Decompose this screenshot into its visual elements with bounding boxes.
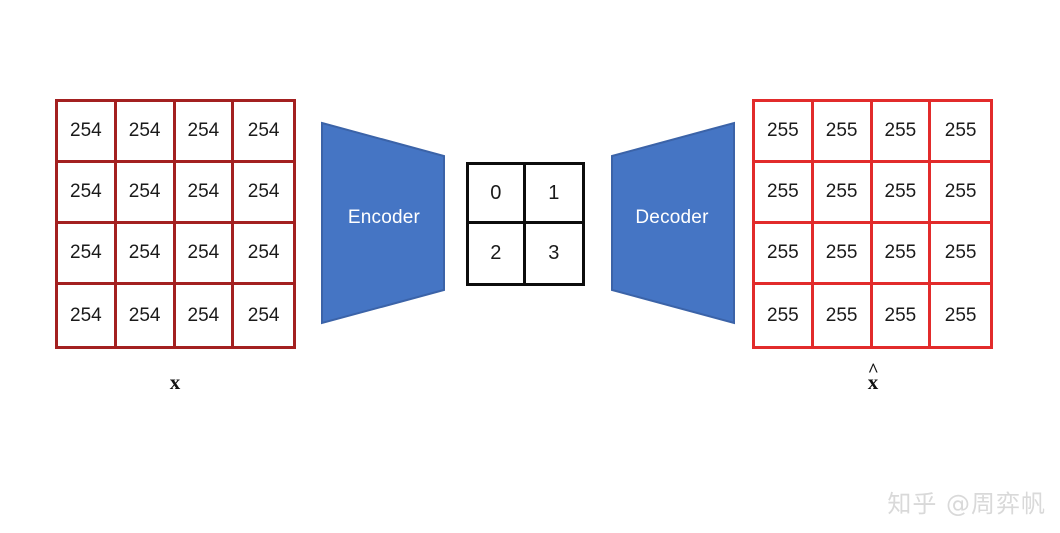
encoder-block: Encoder <box>318 118 450 328</box>
matrix-cell: 255 <box>872 285 932 346</box>
input-matrix: 254 254 254 254 254 254 254 254 254 254 … <box>55 99 296 349</box>
decoder-trapezoid-icon <box>611 121 735 325</box>
matrix-cell: 255 <box>813 102 873 163</box>
x-hat-glyph: ^ x <box>867 361 879 394</box>
matrix-cell: 255 <box>813 224 873 285</box>
matrix-cell: 255 <box>813 163 873 224</box>
matrix-cell: 255 <box>872 102 932 163</box>
matrix-cell: 2 <box>469 224 526 283</box>
matrix-cell: 254 <box>116 285 176 346</box>
latent-code-matrix: 0 1 2 3 <box>466 162 585 286</box>
matrix-cell: 254 <box>116 224 176 285</box>
matrix-cell: 255 <box>872 224 932 285</box>
matrix-cell: 254 <box>175 285 235 346</box>
matrix-cell: 254 <box>234 102 293 163</box>
matrix-cell: 254 <box>58 102 117 163</box>
matrix-cell: 255 <box>872 163 932 224</box>
matrix-cell: 254 <box>175 224 235 285</box>
matrix-cell: 254 <box>116 163 176 224</box>
encoder-trapezoid-icon <box>321 121 445 325</box>
matrix-cell: 255 <box>755 102 814 163</box>
matrix-cell: 255 <box>755 224 814 285</box>
output-caption-base: x <box>867 370 879 394</box>
matrix-cell: 3 <box>525 224 582 283</box>
matrix-cell: 254 <box>58 163 117 224</box>
watermark: 知乎 @周弈帆 <box>887 490 1046 518</box>
matrix-cell: 255 <box>931 224 990 285</box>
matrix-cell: 254 <box>234 163 293 224</box>
matrix-cell: 254 <box>58 224 117 285</box>
matrix-cell: 254 <box>175 163 235 224</box>
matrix-cell: 1 <box>525 165 582 224</box>
output-matrix: 255 255 255 255 255 255 255 255 255 255 … <box>752 99 993 349</box>
matrix-cell: 255 <box>813 285 873 346</box>
matrix-cell: 0 <box>469 165 526 224</box>
matrix-cell: 255 <box>931 163 990 224</box>
input-matrix-caption: x <box>169 370 181 394</box>
output-matrix-caption: ^ x <box>833 361 913 395</box>
matrix-cell: 254 <box>234 285 293 346</box>
hat-accent-icon: ^ <box>867 360 879 381</box>
matrix-cell: 255 <box>755 163 814 224</box>
decoder-block: Decoder <box>606 118 738 328</box>
matrix-cell: 254 <box>58 285 117 346</box>
matrix-cell: 254 <box>175 102 235 163</box>
matrix-cell: 254 <box>116 102 176 163</box>
matrix-cell: 255 <box>931 102 990 163</box>
matrix-cell: 254 <box>234 224 293 285</box>
matrix-cell: 255 <box>931 285 990 346</box>
matrix-cell: 255 <box>755 285 814 346</box>
